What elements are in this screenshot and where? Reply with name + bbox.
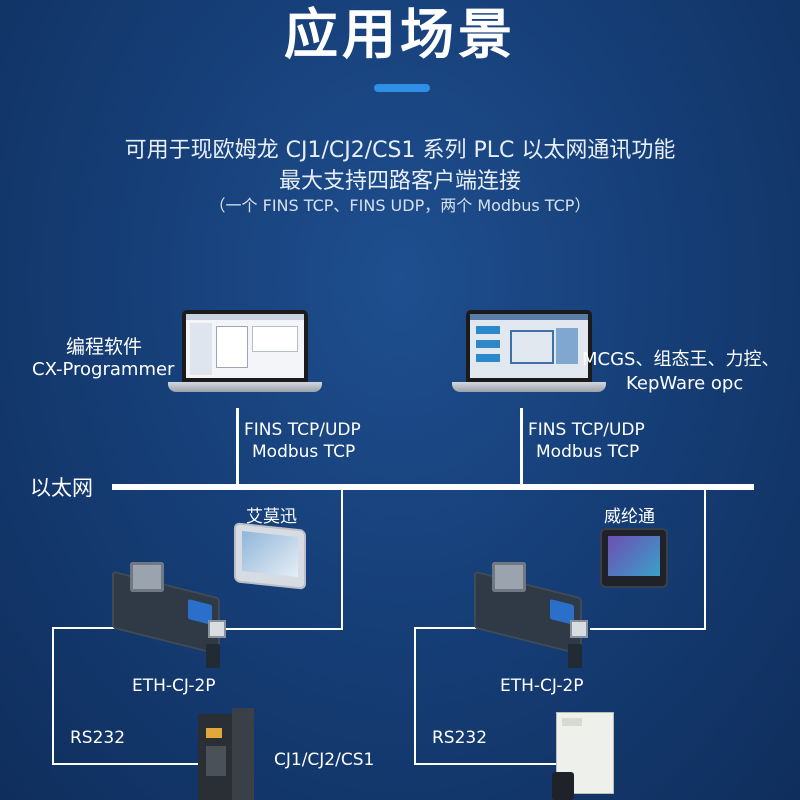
left-plc-icon [198,708,256,800]
right-module-label: ETH-CJ-2P [500,676,584,696]
right-serial-label: RS232 [432,728,488,748]
left-pc-drop-line [236,408,239,486]
ethernet-label: 以太网 [30,476,93,500]
right-pc-drop-line [520,408,523,486]
left-serial-label: RS232 [70,728,126,748]
left-hmi-icon [236,524,304,588]
left-hmi-label: 艾莫迅 [246,507,297,527]
left-module-label: ETH-CJ-2P [132,676,216,696]
right-protocol-1: FINS TCP/UDP [528,420,645,440]
left-serial-horizontal-bottom [52,763,204,765]
description-line-1: 可用于现欧姆龙 CJ1/CJ2/CS1 系列 PLC 以太网通讯功能 [124,138,676,163]
right-software-label: MCGS、组态王、力控、 [582,349,780,370]
left-software-name: CX-Programmer [32,359,175,380]
right-protocol-2: Modbus TCP [536,442,640,462]
right-serial-horizontal-bottom [414,763,564,765]
right-hmi-label: 威纶通 [604,507,655,527]
left-software-label: 编程软件 [66,336,143,358]
left-protocol-2: Modbus TCP [252,442,356,462]
title-underline [374,84,430,92]
left-serial-horizontal-top [52,627,124,629]
right-branch-vertical [704,488,706,630]
right-eth-module-icon [474,562,590,672]
right-serial-vertical [414,627,416,765]
right-hmi-icon [602,530,666,586]
left-protocol-1: FINS TCP/UDP [244,420,361,440]
description-line-2: 最大支持四路客户端连接 [278,169,521,194]
left-laptop-icon [168,310,322,394]
ethernet-bus [112,484,754,490]
page-title: 应用场景 [284,3,516,66]
left-plc-label: CJ1/CJ2/CS1 [274,750,375,770]
left-serial-vertical [52,627,54,765]
right-software-name: KepWare opc [626,373,744,394]
left-eth-module-icon [112,562,228,672]
description-line-3: （一个 FINS TCP、FINS UDP，两个 Modbus TCP） [209,196,591,215]
right-serial-horizontal-top [414,627,486,629]
right-branch-to-module [590,628,706,630]
left-branch-to-module [226,628,343,630]
right-laptop-icon [452,310,606,394]
left-branch-vertical [341,488,343,630]
right-plc-icon [552,712,618,800]
